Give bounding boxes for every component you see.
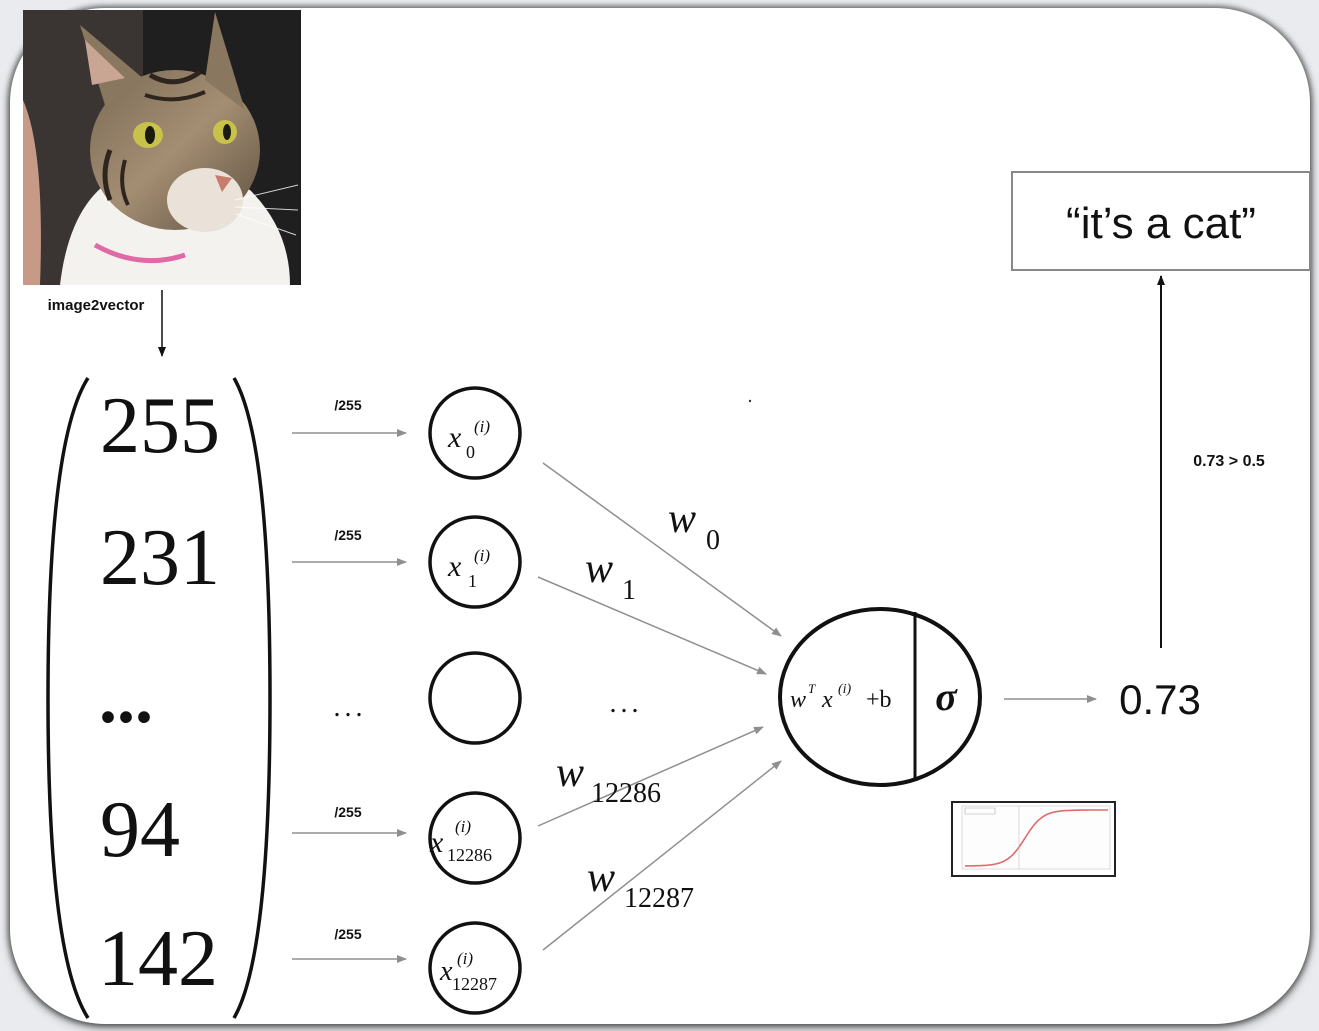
vector-value: 231 bbox=[100, 514, 220, 602]
input-node-x1: x (i) 1 bbox=[428, 515, 522, 609]
input-node-x0: x (i) 0 bbox=[428, 386, 522, 480]
neuron: w T x (i) +b σ bbox=[778, 607, 982, 787]
node-sub: 1 bbox=[468, 571, 477, 591]
input-node-hidden bbox=[428, 651, 522, 745]
weight-edges: w 0 w 1 ... w 12286 w 12287 bbox=[537, 462, 782, 951]
input-node-x12287: x (i) 12287 bbox=[428, 921, 522, 1015]
normalize-label: /255 bbox=[334, 926, 361, 942]
left-bracket bbox=[46, 377, 90, 1019]
sigmoid-thumbnail bbox=[951, 801, 1116, 877]
input-vector: 255 231 ... 94 142 bbox=[46, 377, 272, 1019]
linear-term: w T x (i) +b bbox=[790, 673, 892, 713]
normalize-label: /255 bbox=[334, 804, 361, 820]
svg-text:x: x bbox=[429, 826, 444, 859]
vector-value: 142 bbox=[98, 915, 218, 1003]
vector-value: 94 bbox=[100, 786, 180, 874]
node-sup: (i) bbox=[455, 817, 471, 836]
edge-w12286 bbox=[537, 726, 764, 827]
prediction-text: “it’s a cat” bbox=[1066, 199, 1256, 248]
node-base: x bbox=[429, 826, 444, 859]
edge-w12287 bbox=[542, 760, 782, 951]
node-base: x bbox=[439, 956, 453, 987]
node-base: x bbox=[447, 550, 462, 583]
cat-photo bbox=[23, 10, 301, 285]
weight-base: w bbox=[668, 496, 696, 542]
weight-base: w bbox=[585, 546, 613, 592]
ellipsis-between: ... bbox=[334, 692, 367, 723]
output-value: 0.73 bbox=[1119, 676, 1201, 723]
right-bracket bbox=[232, 377, 272, 1019]
svg-text:x: x bbox=[439, 956, 453, 987]
weight-sub: 0 bbox=[706, 525, 720, 556]
edge-w1 bbox=[537, 576, 767, 675]
prediction-box bbox=[1011, 171, 1311, 271]
sigmoid-curve bbox=[965, 809, 1108, 867]
vector-value: ... bbox=[99, 658, 153, 738]
node-sup: (i) bbox=[474, 417, 490, 436]
input-nodes: x (i) 0 x (i) 1 x (i) 12286 x bbox=[428, 386, 522, 1015]
stray-dot bbox=[748, 399, 752, 403]
node-sub: 0 bbox=[466, 442, 475, 462]
threshold-label: 0.73 > 0.5 bbox=[1193, 453, 1265, 470]
weight-sub: 12286 bbox=[591, 778, 661, 809]
node-sub: 12286 bbox=[447, 845, 492, 865]
node-sub: 12287 bbox=[452, 974, 497, 994]
input-node-x12286: x (i) 12286 bbox=[428, 791, 522, 885]
node-sup: (i) bbox=[457, 949, 473, 968]
ellipsis-weights: ... bbox=[610, 688, 643, 719]
node-base: x bbox=[447, 421, 462, 454]
svg-text:x: x bbox=[447, 550, 462, 583]
weight-sub: 12287 bbox=[624, 883, 694, 914]
weight-base: w bbox=[587, 855, 615, 901]
svg-text:x: x bbox=[447, 421, 462, 454]
weight-sub: 1 bbox=[622, 575, 636, 606]
image2vector-label: image2vector bbox=[48, 297, 145, 314]
normalize-label: /255 bbox=[334, 397, 361, 413]
activation-sigma: σ bbox=[935, 674, 958, 719]
normalize-label: /255 bbox=[334, 527, 361, 543]
edge-w0 bbox=[542, 462, 782, 637]
weight-base: w bbox=[556, 750, 584, 796]
normalize-arrows: /255 /255 ... /255 /255 bbox=[292, 397, 407, 963]
node-sup: (i) bbox=[474, 546, 490, 565]
vector-value: 255 bbox=[100, 382, 220, 470]
